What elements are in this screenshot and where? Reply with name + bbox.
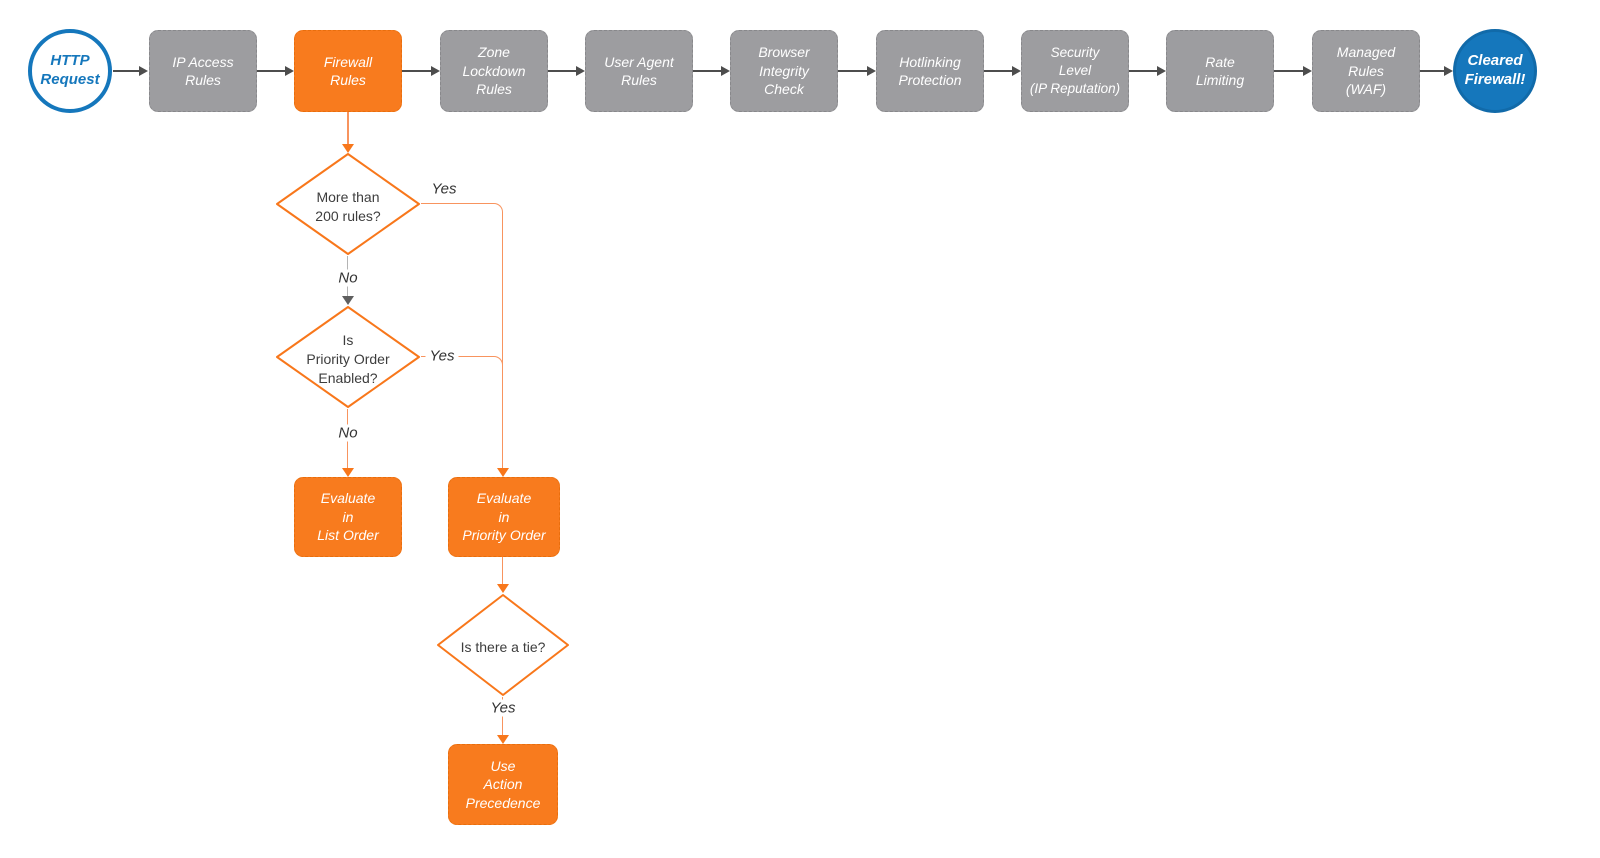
diamond-shape-icon [276,153,420,255]
edge-label-no: No [334,269,362,287]
arrow-right-icon [431,66,440,76]
arrow-line [1274,70,1303,72]
start-node-http-request: HTTP Request [28,29,112,113]
arrow-right-icon [139,66,148,76]
arrow-line [113,70,140,72]
process-zone-lockdown-rules: Zone Lockdown Rules [440,30,548,112]
process-user-agent-rules: User Agent Rules [585,30,693,112]
end-node-cleared-firewall: Cleared Firewall! [1453,29,1537,113]
arrow-line [693,70,721,72]
arrow-right-icon [285,66,294,76]
edge-label-yes: Yes [431,180,457,198]
arrow-down-icon [342,144,354,153]
edge-label-yes: Yes [486,699,520,717]
connector-corner [494,203,503,212]
connector-line [502,697,503,736]
process-security-level: Security Level (IP Reputation) [1021,30,1129,112]
decision-label: Is Priority Order Enabled? [306,332,390,386]
connector-line [347,112,349,145]
arrow-line [838,70,867,72]
process-hotlinking-protection: Hotlinking Protection [876,30,984,112]
connector-line [502,212,503,469]
arrow-down-icon [342,296,354,305]
decision-label: Is there a tie? [460,639,546,656]
arrow-line [1420,70,1444,72]
arrow-down-icon [497,468,509,477]
diamond-shape-icon [276,306,420,408]
arrow-line [257,70,285,72]
connector-line [502,557,503,585]
arrow-down-icon [497,584,509,593]
action-use-action-precedence: Use Action Precedence [448,744,558,825]
connector-line [421,203,494,204]
arrow-right-icon [1303,66,1312,76]
arrow-down-icon [497,735,509,744]
process-firewall-rules: Firewall Rules [294,30,402,112]
action-evaluate-in-list-order: Evaluate in List Order [294,477,402,557]
arrow-right-icon [1157,66,1166,76]
decision-priority-order-enabled: Is Priority Order Enabled? [275,305,421,414]
arrow-right-icon [1444,66,1453,76]
arrow-line [1129,70,1157,72]
process-ip-access-rules: IP Access Rules [149,30,257,112]
edge-label-yes: Yes [425,347,459,365]
edge-label-no: No [334,424,362,442]
arrow-right-icon [867,66,876,76]
decision-is-there-a-tie: Is there a tie? [436,593,570,702]
diamond-shape-icon [437,594,569,696]
arrow-right-icon [1012,66,1021,76]
arrow-line [984,70,1012,72]
decision-more-than-200-rules: More than 200 rules? [275,152,421,261]
decision-label: More than 200 rules? [315,188,381,224]
arrow-down-icon [342,468,354,477]
arrow-line [548,70,576,72]
arrow-right-icon [721,66,730,76]
process-browser-integrity-check: Browser Integrity Check [730,30,838,112]
action-evaluate-in-priority-order: Evaluate in Priority Order [448,477,560,557]
arrow-right-icon [576,66,585,76]
process-rate-limiting: Rate Limiting [1166,30,1274,112]
process-managed-rules-waf: Managed Rules (WAF) [1312,30,1420,112]
arrow-line [402,70,431,72]
